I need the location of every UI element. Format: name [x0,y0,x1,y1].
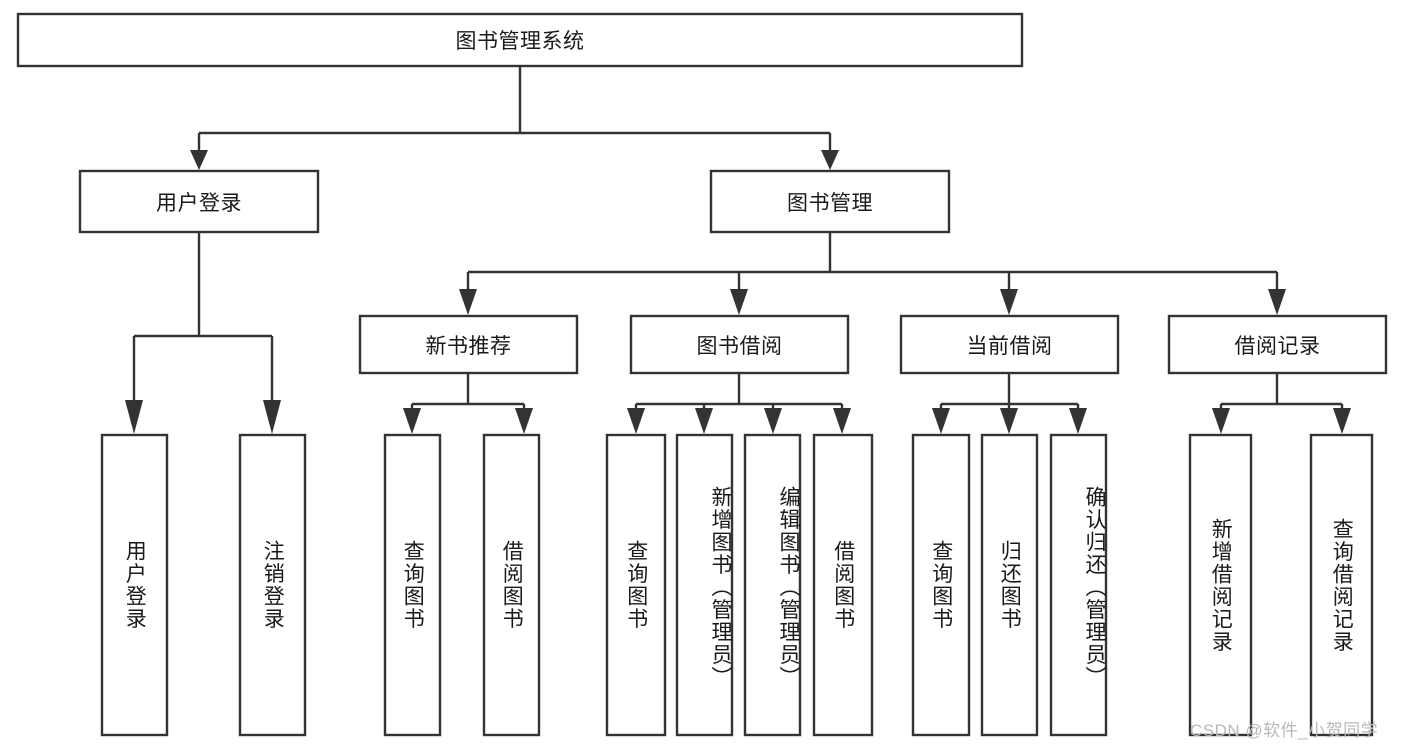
arrow-head-leaf-br-1 [1212,408,1230,434]
node-box-leaf-bb-2[interactable] [675,433,734,737]
node-box-leaf-cb-3[interactable] [1049,433,1108,737]
node-box-user-login[interactable] [78,169,320,234]
node-box-borrow-record[interactable] [1167,314,1388,375]
arrow-head-new-book-recommend [459,289,477,315]
node-box-current-borrow[interactable] [899,314,1120,375]
arrow-head-leaf-cb-1 [932,408,950,434]
arrow-head-leaf-nbr-2 [515,408,533,434]
arrow-head-leaf-cb-2 [1000,408,1018,434]
arrow-head-book-manage [821,150,839,170]
arrow-head-leaf-user-login-2 [263,400,281,434]
node-box-leaf-cb-2[interactable] [980,433,1039,737]
arrow-head-leaf-bb-2 [695,408,713,434]
arrow-head-current-borrow [1000,289,1018,315]
node-box-leaf-user-login-2[interactable] [238,433,307,737]
node-box-leaf-bb-1[interactable] [605,433,667,737]
node-box-leaf-cb-1[interactable] [911,433,971,737]
watermark-csdn: CSDN @软件_小贺同学 [1190,721,1379,740]
node-box-new-book-recommend[interactable] [358,314,579,375]
arrow-head-user-login [190,150,208,170]
arrow-head-leaf-bb-4 [833,408,851,434]
arrow-head-leaf-cb-3 [1069,408,1087,434]
node-box-leaf-bb-3[interactable] [743,433,802,737]
node-box-leaf-bb-4[interactable] [812,433,874,737]
node-box-leaf-nbr-2[interactable] [482,433,541,737]
node-box-leaf-br-2[interactable] [1309,433,1374,737]
arrow-head-leaf-br-2 [1333,408,1351,434]
arrow-head-borrow-record [1268,289,1286,315]
arrow-head-leaf-bb-1 [627,408,645,434]
node-box-leaf-nbr-1[interactable] [383,433,442,737]
node-box-root[interactable] [16,12,1024,68]
node-box-leaf-user-login-1[interactable] [100,433,169,737]
arrow-head-leaf-nbr-1 [403,408,421,434]
arrow-head-leaf-bb-3 [764,408,782,434]
node-box-book-borrow[interactable] [629,314,850,375]
node-box-leaf-br-1[interactable] [1188,433,1253,737]
node-box-book-manage[interactable] [709,169,951,234]
arrow-head-book-borrow [730,289,748,315]
arrow-head-leaf-user-login-1 [125,400,143,434]
